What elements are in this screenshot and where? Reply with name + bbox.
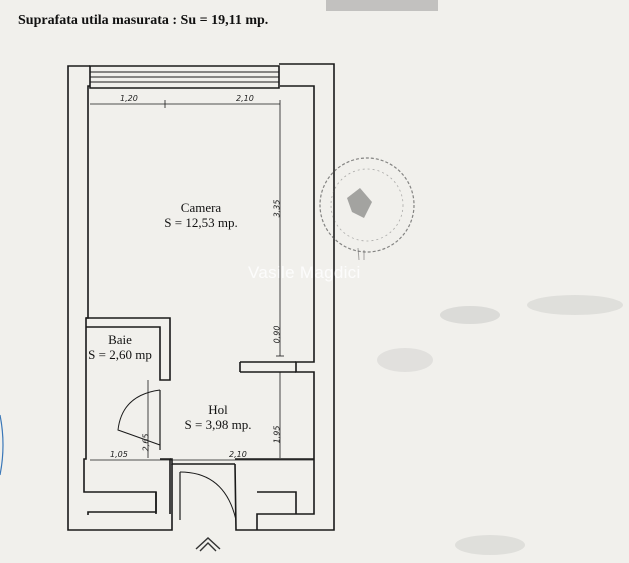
bath-wall [86,317,171,381]
room-area: S = 3,98 mp. [184,417,252,432]
room-name: Baie [108,332,132,347]
inner-wall [83,85,157,515]
dim-bottom-right: 2,10 [229,450,247,459]
bath-door-swing [117,389,161,446]
hol-wall [170,458,314,514]
outer-wall [67,63,335,531]
dim-top-left: 1,20 [120,94,138,103]
camera-label: Camera S = 12,53 mp. [158,200,244,230]
dim-bath-height: 2,65 [141,433,151,452]
redacted-bar [326,0,438,11]
room-area: S = 2,60 mp [88,347,152,362]
inner-wall-right [256,85,315,530]
room-area: S = 12,53 mp. [164,215,238,230]
watermark: Vasile Magdici [248,263,361,282]
entrance-door-swing [179,471,237,521]
partition-wall [239,361,296,373]
dim-right-mid: 0,90 [272,325,282,344]
baie-label: Baie S = 2,60 mp [84,332,156,362]
bath-wall-lower [155,458,171,514]
dim-top-right: 2,10 [236,94,254,103]
chevron-up-icon [195,537,221,552]
window-frame [89,65,280,89]
room-name: Hol [208,402,228,417]
hol-label: Hol S = 3,98 mp. [178,402,258,432]
dim-right-upper: 3,35 [272,199,282,218]
page-title: Suprafata utila masurata : Su = 19,11 mp… [18,13,269,28]
official-stamp-icon [319,157,415,260]
dim-right-lower: 1,95 [272,425,282,444]
room-name: Camera [180,200,222,215]
dim-bottom-left: 1,05 [110,450,128,459]
